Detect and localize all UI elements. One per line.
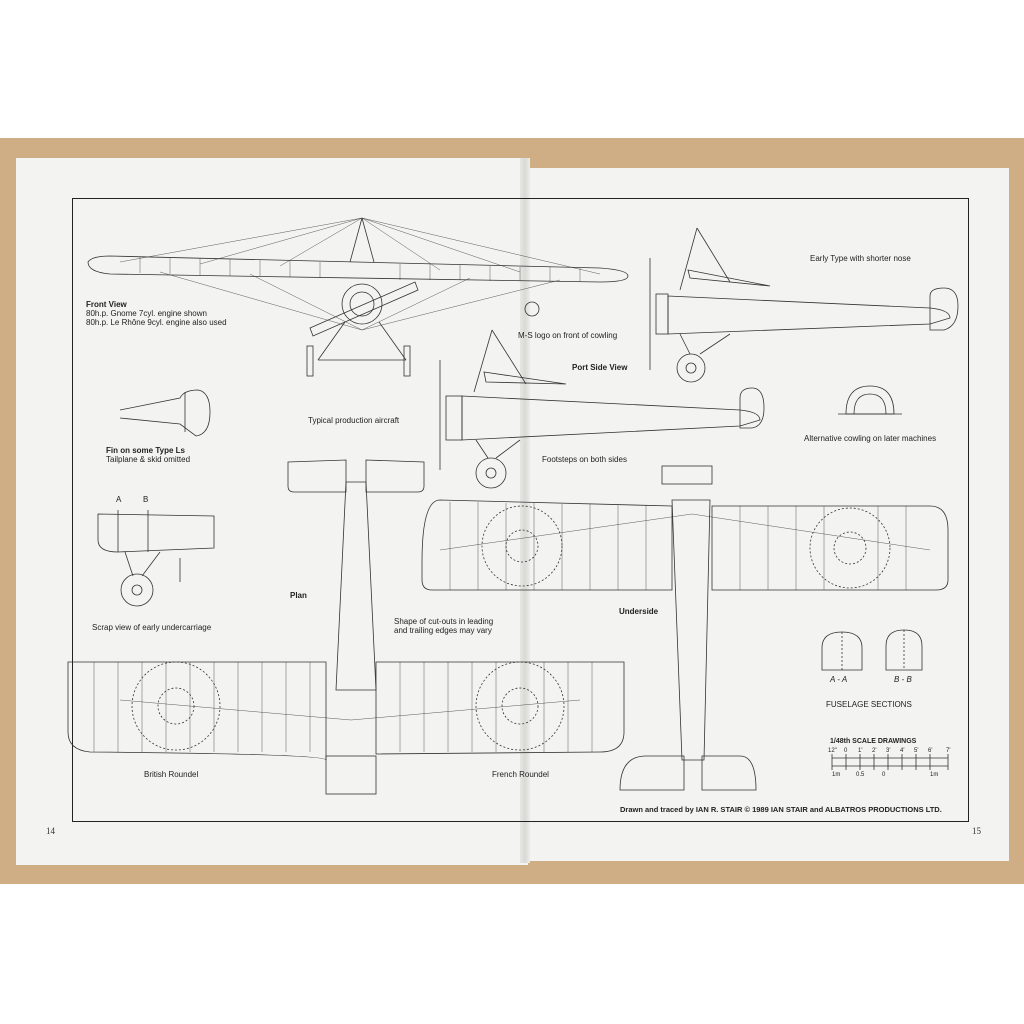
front-view-line1: 80h.p. Gnome 7cyl. engine shown <box>86 309 207 318</box>
book-spine <box>520 158 530 863</box>
ms-logo-label: M-S logo on front of cowling <box>518 331 618 340</box>
scale-tick: 0 <box>844 748 848 754</box>
plan-title: Plan <box>290 591 307 600</box>
cutouts-line2: and trailing edges may vary <box>394 626 492 635</box>
left-page <box>16 158 528 865</box>
british-roundel-label: British Roundel <box>144 770 199 779</box>
scale-tick: 0 <box>882 772 886 778</box>
french-roundel-label: French Roundel <box>492 770 549 779</box>
underside-view-drawing <box>421 465 949 791</box>
cutouts-line1: Shape of cut-outs in leading <box>394 617 494 626</box>
front-view-title: Front View <box>86 300 127 309</box>
scale-tick: 0.5 <box>856 772 865 778</box>
scale-tick: 2' <box>872 748 877 754</box>
page-number-right: 15 <box>972 826 981 836</box>
fin-title: Fin on some Type Ls <box>106 446 185 455</box>
fin-subtitle: Tailplane & skid omitted <box>106 455 191 464</box>
section-aa-label: A - A <box>830 675 848 684</box>
scale-tick: 1m <box>832 772 841 778</box>
fin-inset-drawing <box>119 389 211 437</box>
scale-tick: 7' <box>946 748 951 754</box>
scale-tick: 5' <box>914 748 919 754</box>
scale-title: 1/48th SCALE DRAWINGS <box>830 738 917 745</box>
drawing-credit: Drawn and traced by IAN R. STAIR © 1989 … <box>620 805 942 814</box>
front-view-drawing <box>87 217 629 377</box>
early-type-side-view-drawing <box>649 227 959 383</box>
section-b-marker: B <box>143 495 149 504</box>
scale-tick: 12" <box>828 748 837 754</box>
right-page <box>524 168 1009 861</box>
plan-view-drawing <box>67 481 625 795</box>
section-a-marker: A <box>116 495 122 504</box>
scale-tick: 3' <box>886 748 891 754</box>
scale-tick: 6' <box>928 748 933 754</box>
port-side-view-title: Port Side View <box>572 363 628 372</box>
early-type-label: Early Type with shorter nose <box>810 254 911 263</box>
section-bb-label: B - B <box>894 675 912 684</box>
scale-tick: 1' <box>858 748 863 754</box>
alternative-cowling-drawing <box>838 385 902 415</box>
typical-production-label: Typical production aircraft <box>308 416 400 425</box>
page-number-left: 14 <box>46 826 55 836</box>
scale-tick: 4' <box>900 748 905 754</box>
front-view-line2: 80h.p. Le Rhône 9cyl. engine also used <box>86 318 227 327</box>
cowling-logo-drawing <box>524 301 540 317</box>
fuselage-sections-title: FUSELAGE SECTIONS <box>826 700 912 709</box>
scrap-view-label: Scrap view of early undercarriage <box>92 623 212 632</box>
scale-tick: 1m <box>930 772 939 778</box>
drawing-border <box>72 198 969 822</box>
port-side-view-drawing <box>439 329 765 489</box>
fuselage-sections-drawing <box>821 629 923 671</box>
underside-title: Underside <box>619 607 659 616</box>
scrap-view-drawing <box>97 510 215 607</box>
alt-cowling-label: Alternative cowling on later machines <box>804 434 937 443</box>
plan-tailplane-drawing <box>287 459 425 493</box>
scale-bar-drawing <box>831 754 949 770</box>
footsteps-label: Footsteps on both sides <box>542 455 627 464</box>
